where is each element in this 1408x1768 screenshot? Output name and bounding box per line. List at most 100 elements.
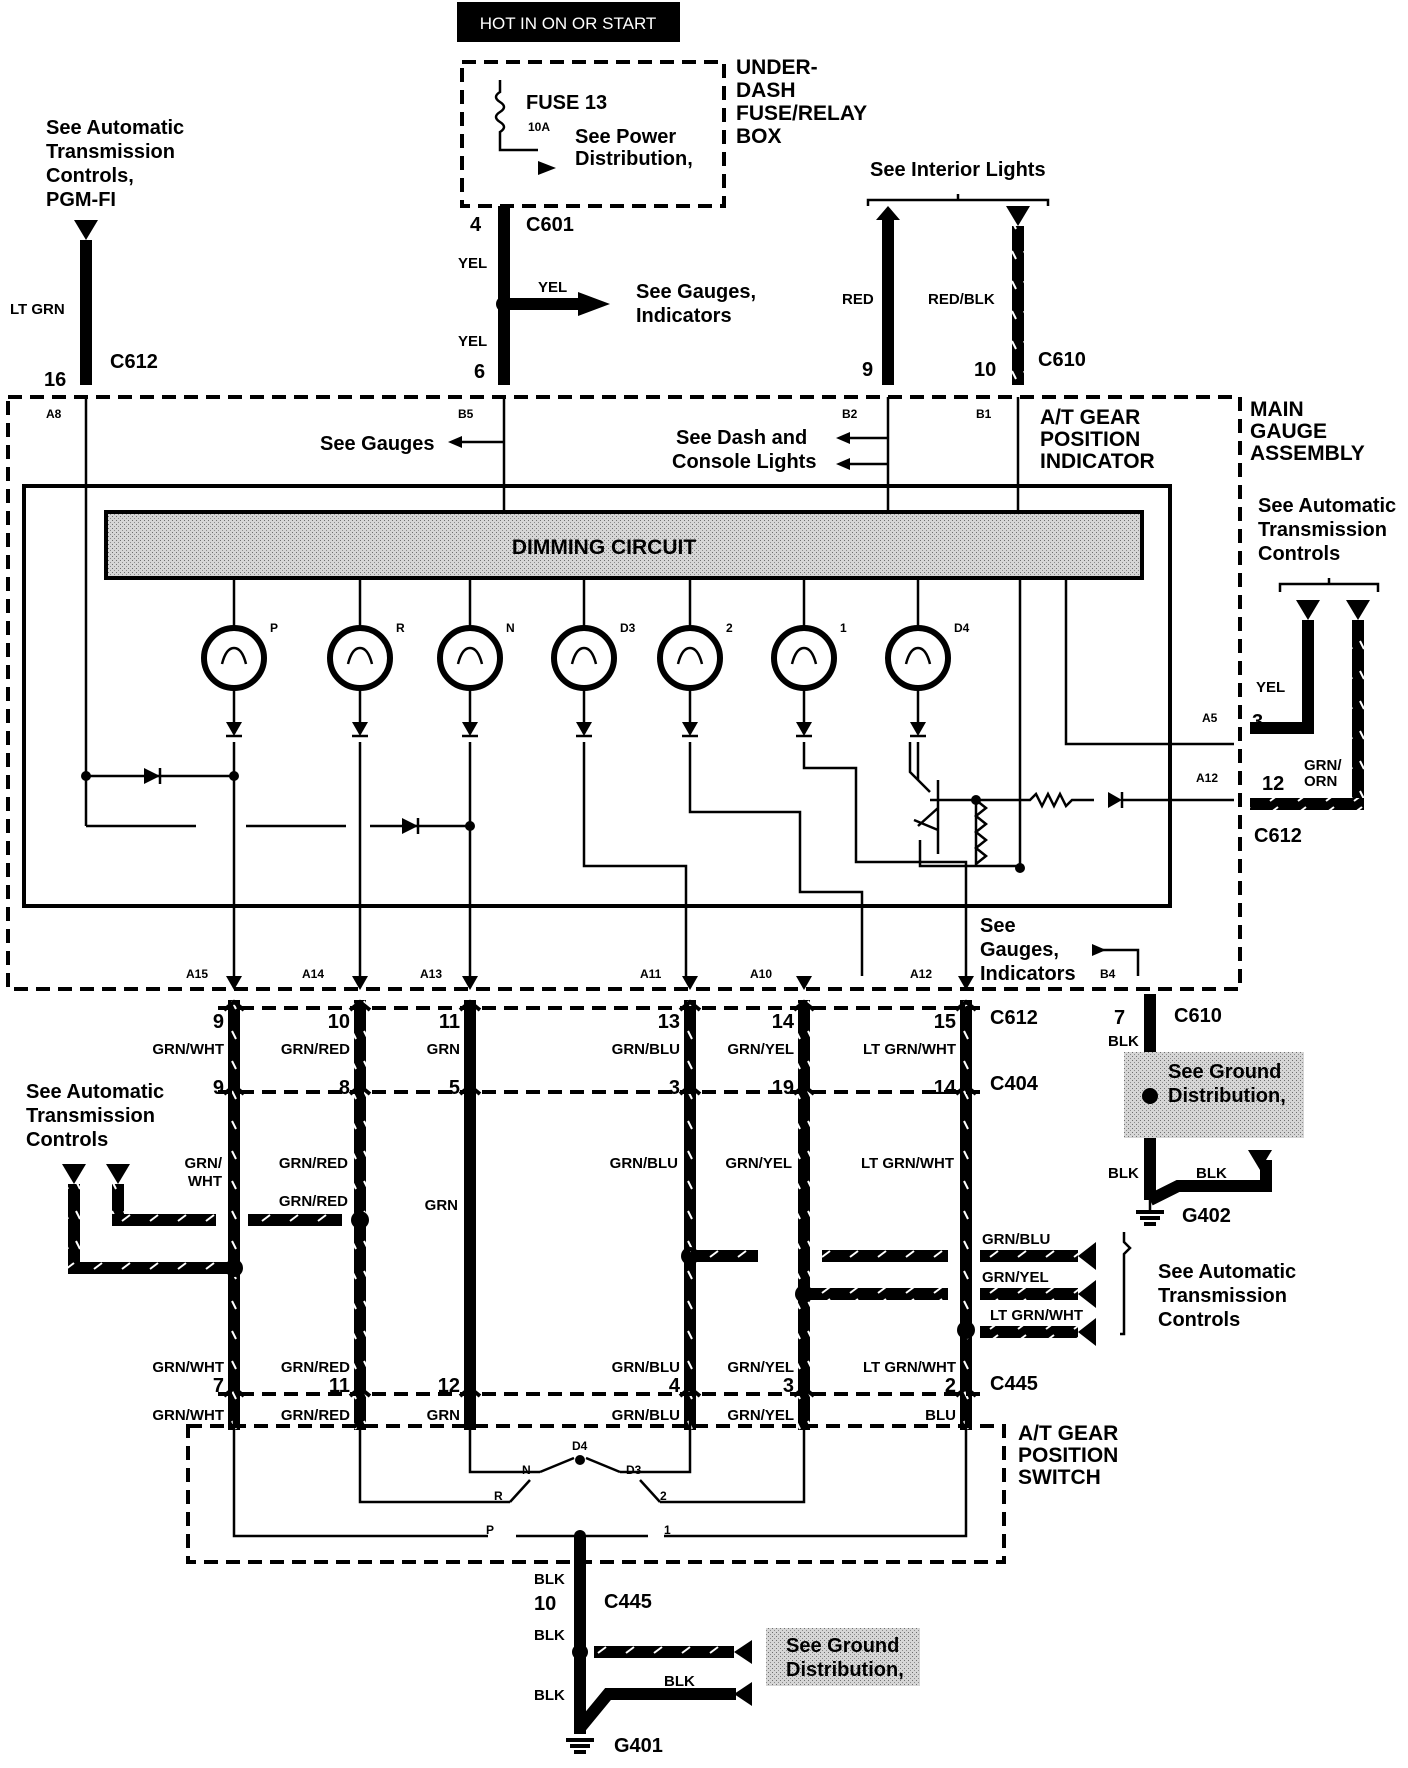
switch-pos-n: N (522, 1463, 531, 1477)
gauges-indicators-ref: See Gauges,Indicators (636, 281, 756, 327)
wire-row3-0: GRN/WHT (152, 1359, 224, 1376)
wire-row3-3: GRN/YEL (727, 1359, 794, 1376)
pin-c612-12: 12 (1262, 773, 1284, 795)
wire-row1-5: LT GRN/WHT (863, 1041, 956, 1058)
wire-row3-2: GRN/BLU (612, 1359, 680, 1376)
connector-c610-top: C610 (1038, 349, 1086, 371)
wire-color-grn-orn: GRN/ORN (1304, 757, 1342, 790)
hot-label: HOT IN ON OR START (480, 14, 657, 33)
wire-color-lt-grn: LT GRN (10, 301, 65, 318)
indicator-lamp-d3: D3 (551, 578, 636, 738)
pin-c404-19-4: 19 (772, 1077, 794, 1099)
wire-row2-2: GRN (425, 1197, 458, 1214)
wire-color-yel-branch: YEL (538, 279, 567, 296)
pin-c404-8-1: 8 (339, 1077, 350, 1099)
indicator-lamp-p: P (201, 578, 278, 738)
indicator-lamp-2: 2 (657, 578, 733, 738)
wire-color-blk-4: BLK (664, 1673, 695, 1690)
terminal-b2: B2 (842, 407, 858, 421)
wire-color-blk-1: BLK (534, 1571, 565, 1588)
wire-color-blk-3: BLK (534, 1687, 565, 1704)
connector-c612-row: C612 (990, 1007, 1038, 1029)
pin-c610-9: 9 (862, 359, 873, 381)
terminal-b5: B5 (458, 407, 474, 421)
wire-row4-1: GRN/RED (281, 1407, 350, 1424)
fuse-rating: 10A (528, 120, 550, 134)
wire-row1-2: GRN (427, 1041, 460, 1058)
switch-pos-1: 1 (664, 1523, 671, 1537)
wire-row1-4: GRN/YEL (727, 1041, 794, 1058)
lamp-label: 2 (726, 621, 733, 635)
switch-pos-2: 2 (660, 1489, 667, 1503)
pin-c601-4: 4 (470, 214, 482, 236)
switch-pos-p: P (486, 1523, 494, 1537)
wire-color-blk-g402: BLK (1108, 1165, 1139, 1182)
pin-c612-16: 16 (44, 369, 66, 391)
dimming-circuit-block (104, 510, 1144, 580)
pin-c612-15-5: 15 (934, 1011, 956, 1033)
terminal-a15: A15 (186, 967, 208, 981)
pin-c612-11-2: 11 (439, 1011, 460, 1033)
wire-color-red-blk: RED/BLK (928, 291, 995, 308)
branch-lt-grn-wht: LT GRN/WHT (990, 1307, 1083, 1324)
pin-c612-9-0: 9 (213, 1011, 224, 1033)
wire-row3-1: GRN/RED (281, 1359, 350, 1376)
see-gauges-ref: See Gauges (320, 433, 435, 455)
pin-c612-3: 3 (1252, 711, 1263, 733)
switch-pos-r: R (494, 1489, 503, 1503)
pin-c445-12-2: 12 (438, 1375, 460, 1397)
arrow-icon (538, 161, 556, 175)
arrow-icon (578, 292, 610, 316)
lamp-label: D3 (620, 621, 636, 635)
connector-c612-right: C612 (1254, 825, 1302, 847)
connector-c610-lower: C610 (1174, 1005, 1222, 1027)
lamp-label: R (396, 621, 405, 635)
indicator-lamp-n: N (437, 578, 515, 738)
wire-row4-4: GRN/YEL (727, 1407, 794, 1424)
pin-c445-4-3: 4 (669, 1375, 681, 1397)
wire-row2-4: GRN/YEL (725, 1155, 792, 1172)
connector-c601: C601 (526, 214, 574, 236)
wire-row4-0: GRN/WHT (152, 1407, 224, 1424)
interior-lights-ref: See Interior Lights (870, 159, 1046, 181)
pin-c612-10-1: 10 (328, 1011, 350, 1033)
ground-g401: G401 (614, 1735, 663, 1757)
pin-c601-6: 6 (474, 361, 485, 383)
terminal-a12: A12 (1196, 771, 1218, 785)
terminal-a12-bottom: A12 (910, 967, 932, 981)
wire-row3-4: LT GRN/WHT (863, 1359, 956, 1376)
terminal-a11: A11 (640, 967, 662, 981)
pin-c610-10: 10 (974, 359, 996, 381)
lamp-label: D4 (954, 621, 970, 635)
branch-grn-yel: GRN/YEL (982, 1269, 1049, 1286)
wire-color-yel-2: YEL (458, 333, 487, 350)
lamp-label: 1 (840, 621, 847, 635)
pin-c404-14-5: 14 (934, 1077, 957, 1099)
connector-c445-row: C445 (990, 1373, 1038, 1395)
wire-row2-0: GRN/WHT (185, 1155, 223, 1190)
wire-row4-3: GRN/BLU (612, 1407, 680, 1424)
ground-g402: G402 (1182, 1205, 1231, 1227)
lamp-label: N (506, 621, 515, 635)
wire-row2-splice: GRN/RED (279, 1193, 348, 1210)
wire-row1-3: GRN/BLU (612, 1041, 680, 1058)
pin-c445-3-4: 3 (783, 1375, 794, 1397)
terminal-b4: B4 (1100, 967, 1116, 981)
interior-lights-circuit: See Interior Lights RED RED/BLK 9 10 C61… (842, 159, 1086, 385)
wire-row2-3: GRN/BLU (610, 1155, 678, 1172)
connector-c404: C404 (990, 1073, 1039, 1095)
pin-c612-13-3: 13 (658, 1011, 680, 1033)
wire-row4-2: GRN (427, 1407, 460, 1424)
